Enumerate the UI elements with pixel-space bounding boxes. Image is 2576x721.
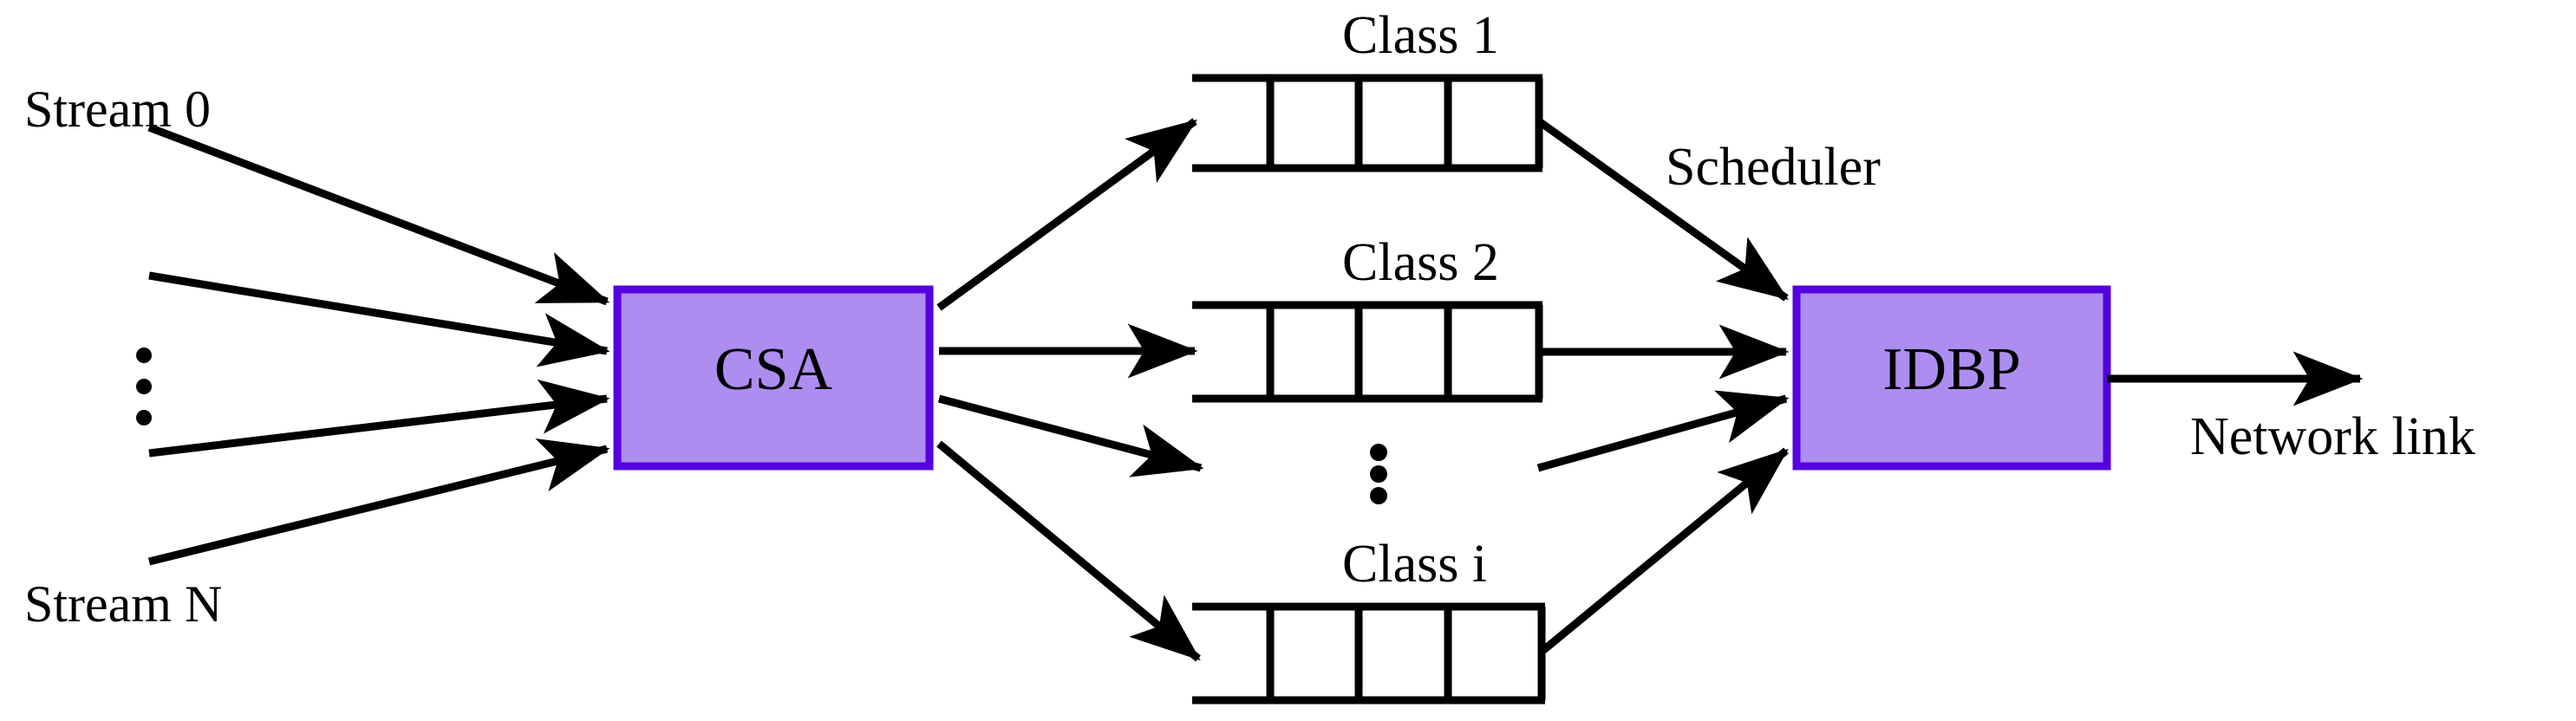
classi-queue-label: Class i <box>1342 535 1488 594</box>
class1-queue-label: Class 1 <box>1342 6 1499 65</box>
csa-to-class1-arrow <box>936 118 1197 311</box>
input-arrow-2 <box>148 271 610 367</box>
class2-queue-label: Class 2 <box>1342 233 1499 292</box>
stream-last-label: Stream N <box>24 575 223 633</box>
network-link-label: Network link <box>2190 407 2475 466</box>
csa-node-label: CSA <box>714 336 833 403</box>
class2-queue <box>1192 301 1543 403</box>
input-arrow-4 <box>147 438 610 566</box>
stream-first-label: Stream 0 <box>24 81 211 138</box>
csa-to-ellipsis-arrow <box>937 394 1204 477</box>
csa-to-classi-arrow <box>936 440 1201 662</box>
input-ellipsis-icon <box>136 348 152 425</box>
queue-output-arrows-group <box>1536 118 1790 655</box>
classi-queue <box>1192 602 1546 705</box>
classi-to-idbp-arrow <box>1539 447 1789 655</box>
scheduler-edge-label: Scheduler <box>1666 138 1881 197</box>
queue-ellipsis-icon <box>1370 444 1387 504</box>
input-arrow-3 <box>148 379 610 458</box>
csa-output-arrows-group <box>936 118 1204 662</box>
class1-queue <box>1192 74 1543 172</box>
ellipsis-to-idbp-arrow <box>1536 390 1790 472</box>
input-arrow-1 <box>147 123 610 306</box>
class1-to-idbp-arrow <box>1536 118 1789 302</box>
input-arrows-group <box>147 123 610 566</box>
csa-box <box>613 285 934 471</box>
idbp-node-label: IDBP <box>1882 336 2021 403</box>
